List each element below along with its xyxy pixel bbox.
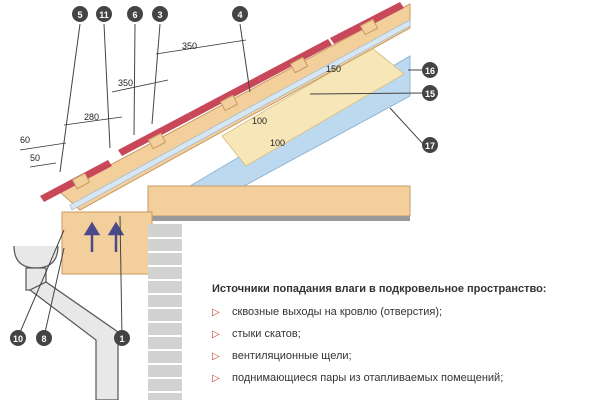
- airflow-arrows: [83, 221, 125, 252]
- ceiling-joist: [147, 185, 411, 217]
- legend-title: Источники попадания влаги в подкровельно…: [212, 283, 547, 295]
- callout-4: 4: [232, 6, 248, 22]
- callout-6: 6: [127, 6, 143, 22]
- dim-50: 50: [30, 153, 40, 163]
- brick-wall: [148, 224, 182, 400]
- callout-10: 10: [10, 330, 26, 346]
- dim-150: 150: [326, 64, 341, 74]
- svg-text:15: 15: [425, 89, 435, 99]
- legend-item: ▷ сквозные выходы на кровлю (отверстия);: [212, 305, 600, 327]
- svg-text:16: 16: [425, 66, 435, 76]
- moisture-sources-legend: Источники попадания влаги в подкровельно…: [212, 283, 600, 393]
- legend-item: ▷ вентиляционные щели;: [212, 349, 600, 371]
- svg-text:1: 1: [119, 334, 124, 344]
- wall-plate: [61, 211, 153, 275]
- ceiling-board: [148, 216, 410, 221]
- legend-item: ▷ поднимающиеся пары из отапливаемых поме…: [212, 371, 600, 393]
- callout-1: 1: [114, 330, 130, 346]
- dim-100-upper: 100: [252, 116, 267, 126]
- dim-100-lower: 100: [270, 138, 285, 148]
- svg-text:8: 8: [41, 334, 46, 344]
- insulation-board: [221, 47, 405, 167]
- svg-text:6: 6: [132, 10, 137, 20]
- svg-text:10: 10: [13, 334, 23, 344]
- dim-280: 280: [84, 112, 99, 122]
- svg-text:4: 4: [237, 10, 242, 20]
- callout-16: 16: [422, 62, 438, 78]
- triangle-bullet-icon: ▷: [212, 373, 220, 384]
- svg-text:3: 3: [157, 10, 162, 20]
- legend-item: ▷ стыки скатов;: [212, 327, 600, 349]
- svg-text:11: 11: [99, 10, 109, 20]
- callout-11: 11: [96, 6, 112, 22]
- legend-item-text: стыки скатов;: [232, 328, 301, 340]
- legend-item-text: поднимающиеся пары из отапливаемых помещ…: [232, 372, 504, 384]
- callout-5: 5: [72, 6, 88, 22]
- triangle-bullet-icon: ▷: [212, 329, 220, 340]
- dimension-lines: [19, 39, 247, 168]
- callout-17: 17: [422, 137, 438, 153]
- callout-3: 3: [152, 6, 168, 22]
- gutter-and-downpipe: [13, 245, 119, 400]
- membrane: [69, 19, 411, 211]
- triangle-bullet-icon: ▷: [212, 351, 220, 362]
- svg-text:5: 5: [77, 10, 82, 20]
- dim-350-upper: 350: [182, 41, 197, 51]
- legend-item-text: сквозные выходы на кровлю (отверстия);: [232, 306, 443, 318]
- triangle-bullet-icon: ▷: [212, 307, 220, 318]
- callout-leaders: [17, 23, 425, 338]
- legend-item-text: вентиляционные щели;: [232, 350, 352, 362]
- callouts: 5 11 6 3 4 16 15 17 1 8 10: [10, 6, 438, 346]
- battens: [71, 18, 379, 190]
- callout-15: 15: [422, 85, 438, 101]
- callout-8: 8: [36, 330, 52, 346]
- dim-350-lower: 350: [118, 78, 133, 88]
- svg-text:17: 17: [425, 141, 435, 151]
- dim-60: 60: [20, 135, 30, 145]
